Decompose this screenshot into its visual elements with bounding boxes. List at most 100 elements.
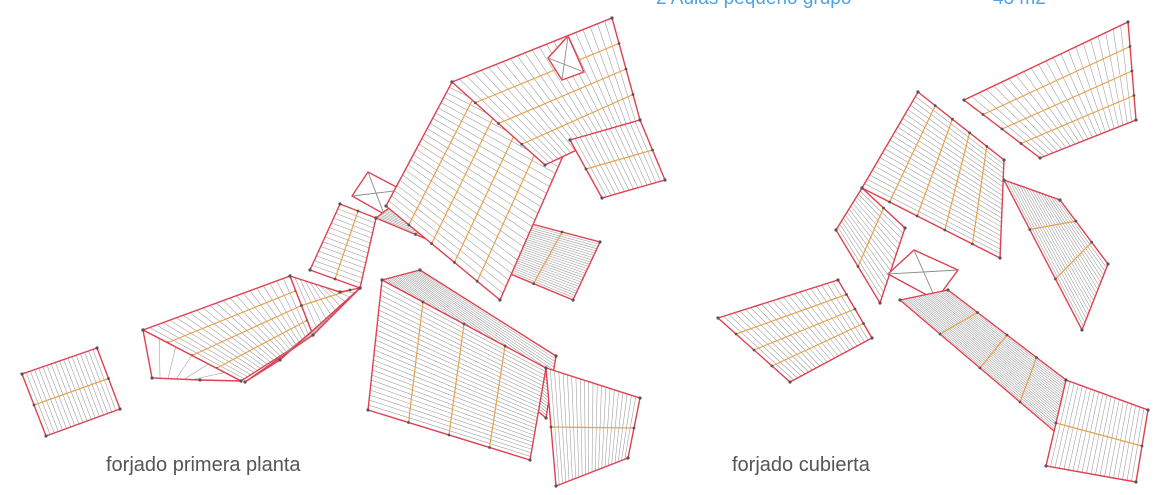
support-node — [288, 274, 292, 278]
slab-panel — [898, 288, 1068, 438]
support-node — [916, 90, 920, 94]
support-node — [300, 304, 303, 307]
joist-line — [1056, 198, 1107, 268]
joist-line — [388, 200, 504, 294]
support-node — [421, 300, 425, 304]
joist-line — [1009, 182, 1086, 323]
support-node — [418, 268, 422, 272]
joist-line — [1044, 194, 1102, 283]
slab-panel — [1002, 178, 1110, 332]
plan-forjado-primera-planta — [20, 16, 667, 488]
support-node — [878, 301, 882, 305]
joist-line — [894, 131, 1003, 201]
support-node — [1019, 142, 1023, 145]
joist-line — [399, 179, 515, 267]
joist-line — [874, 165, 1002, 236]
support-node — [107, 377, 110, 380]
support-node — [631, 93, 635, 96]
beam-line — [1029, 220, 1076, 231]
beam-line — [431, 104, 500, 244]
support-node — [946, 288, 950, 292]
support-node — [1044, 464, 1048, 468]
joist-line — [1028, 188, 1094, 301]
support-node — [624, 67, 628, 71]
caption-cubierta: forjado cubierta — [732, 454, 870, 476]
joist-line — [905, 113, 1004, 183]
support-node — [1126, 20, 1130, 24]
joist-line — [866, 179, 1001, 250]
support-node — [617, 42, 621, 45]
support-node — [933, 104, 937, 107]
support-node — [498, 298, 502, 302]
slab-panel — [20, 346, 122, 438]
support-node — [1028, 228, 1032, 231]
beam-line — [498, 68, 627, 125]
support-node — [638, 118, 642, 122]
support-node — [836, 278, 840, 282]
joist-line — [1022, 186, 1091, 309]
support-node — [554, 484, 558, 488]
joist-line — [915, 96, 1004, 165]
support-node — [716, 316, 720, 320]
support-node — [198, 378, 202, 382]
support-node — [1080, 328, 1084, 332]
support-node — [976, 311, 979, 314]
support-node — [414, 233, 417, 236]
slab-panel — [366, 278, 548, 462]
joist-line — [438, 107, 556, 174]
joist-line — [435, 112, 553, 181]
beam-line — [1020, 94, 1135, 145]
beam-line — [1019, 357, 1038, 403]
joist-line — [413, 154, 530, 234]
caption-primera-planta: forjado primera planta — [106, 454, 301, 476]
beam-line — [167, 290, 296, 344]
support-node — [554, 354, 558, 358]
support-node — [1054, 277, 1057, 281]
beam-line — [334, 210, 359, 280]
joist-line — [1034, 190, 1097, 294]
joist-line — [407, 164, 524, 247]
support-node — [243, 380, 247, 384]
joist-line — [879, 157, 1002, 228]
support-node — [1074, 219, 1078, 223]
support-node — [1035, 356, 1038, 359]
joist-line — [432, 117, 550, 187]
plan-forjado-cubierta — [716, 20, 1150, 484]
support-node — [475, 279, 479, 283]
support-node — [862, 322, 865, 325]
beam-line — [407, 301, 424, 423]
joist-line — [1047, 195, 1103, 279]
joist-line — [869, 174, 1001, 245]
support-node — [95, 346, 99, 350]
room-label: 2 Aulas pequeño grupo — [656, 0, 851, 10]
support-node — [1002, 178, 1006, 182]
joist-line — [872, 170, 1001, 241]
joist-line — [907, 109, 1004, 179]
support-node — [380, 278, 384, 282]
support-node — [462, 322, 466, 326]
beam-line — [971, 146, 988, 245]
support-node — [584, 167, 588, 171]
support-node — [632, 426, 636, 430]
support-node — [752, 348, 756, 352]
support-node — [532, 282, 535, 285]
support-node — [600, 196, 604, 200]
void-cross — [913, 249, 937, 301]
joist-line — [396, 185, 512, 274]
beam-line — [889, 105, 936, 203]
slab-panel — [716, 278, 874, 384]
support-node — [571, 298, 575, 302]
support-node — [853, 307, 857, 311]
beam-line — [982, 45, 1131, 116]
joist-line — [418, 270, 556, 360]
slab-panel — [544, 366, 642, 488]
void-cross — [561, 35, 569, 81]
joist-line — [394, 190, 509, 281]
support-node — [968, 131, 971, 135]
support-node — [1000, 127, 1004, 131]
support-node — [543, 163, 547, 167]
joist-line — [877, 161, 1002, 232]
support-node — [903, 226, 907, 230]
support-node — [1002, 158, 1006, 162]
